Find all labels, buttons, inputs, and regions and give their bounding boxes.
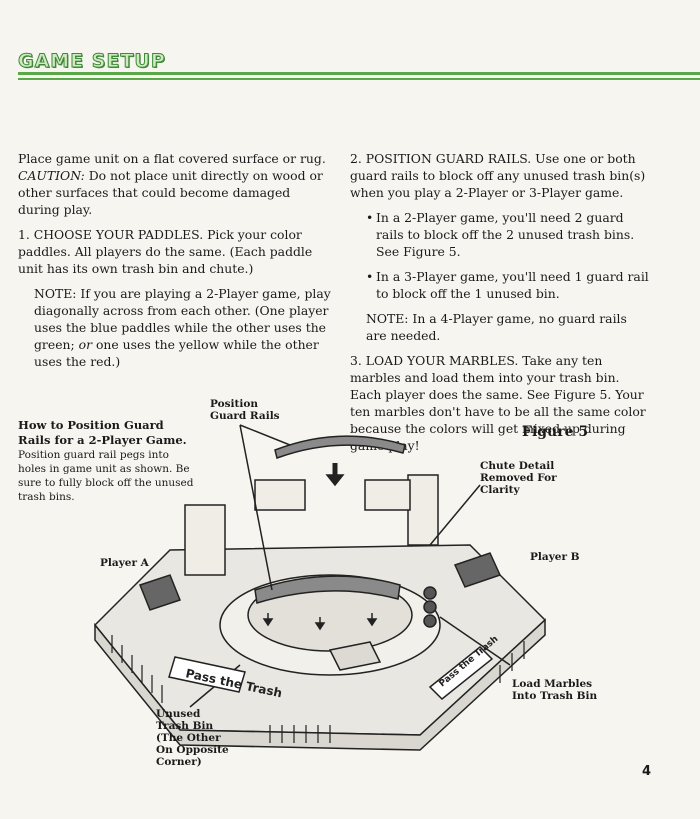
header-rule [18,72,700,75]
page-number: 4 [642,764,652,779]
step-2: 2. POSITION GUARD RAILS. Use one or both… [350,151,646,200]
label-player-a: Player A [100,557,149,569]
caution-label: CAUTION: [18,168,85,183]
left-column: Place game unit on a flat covered surfac… [18,150,332,378]
label-unused-trash-bin: Unused Trash Bin (The Other On Opposite … [156,708,229,768]
tower-right [407,474,439,546]
label-load-marbles: Load Marbles Into Trash Bin [512,678,598,702]
right-column: 2. POSITION GUARD RAILS. Use one or both… [350,150,650,462]
guard-rail-top [274,435,406,459]
note-2-player: NOTE: If you are playing a 2-Player game… [34,286,331,369]
label-position-guard-rails: Position Guard Rails [210,398,280,422]
tower-left [184,504,226,576]
bullet-3-player: In a 3-Player game, you'll need 1 guard … [366,268,650,302]
figure-caption: How to Position Guard Rails for a 2-Play… [18,418,194,503]
board-game-illustration: Pass the Trash Pass the Trash [93,424,547,751]
step-1: 1. CHOOSE YOUR PADDLES. Pick your color … [18,227,313,276]
paddle-player-a [139,574,181,611]
guard-rail-placed [254,575,401,604]
page-title: GAME SETUP [18,50,166,73]
figure-title: Figure 5 [522,424,589,440]
intro-paragraph: Place game unit on a flat covered surfac… [18,151,326,217]
header-rule [18,78,700,80]
bullet-2-player: In a 2-Player game, you'll need 2 guard … [366,209,650,260]
label-chute-detail: Chute Detail Removed For Clarity [480,460,557,496]
note-4-player: NOTE: In a 4-Player game, no guard rails… [366,311,627,343]
label-player-b: Player B [530,551,580,563]
paddle-player-b [453,552,502,588]
